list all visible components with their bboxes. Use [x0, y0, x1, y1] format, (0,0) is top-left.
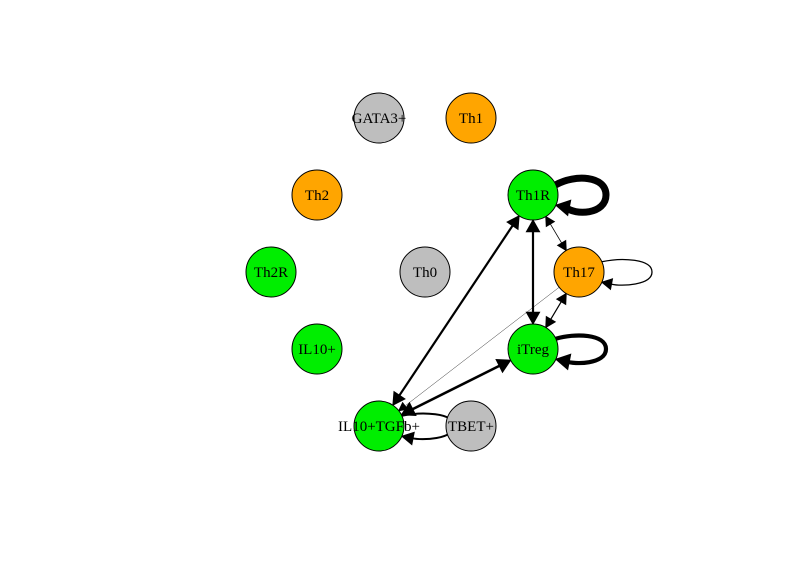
node-il10-plustgfb-plus-circle: [353, 400, 405, 452]
node-th0-label: Th0: [413, 265, 437, 281]
node-th2[interactable]: Th2: [291, 169, 343, 221]
edge-th1r-th17-arrowhead-start: [545, 215, 556, 228]
node-th1r-label: Th1R: [516, 188, 550, 204]
node-th17[interactable]: Th17: [553, 246, 605, 298]
self-loop-th17-curve: [601, 258, 653, 286]
self-loop-th1r-arrowhead: [554, 199, 572, 217]
node-il10-plustgfb-plus[interactable]: IL10+TGFb+: [338, 400, 420, 452]
edge-itreg-il10-plustgfb-plus-line: [409, 363, 503, 412]
edge-th1r-itreg-arrowhead-end: [525, 311, 541, 326]
self-loop-itreg-curve: [553, 333, 609, 366]
node-il10-plustgfb-plus-label: IL10+TGFb+: [338, 419, 420, 435]
self-loop-itreg: [553, 333, 609, 371]
node-tbet-plus-circle: [445, 400, 497, 452]
edge-th1r-il10-plustgfb-plus-line: [397, 223, 515, 398]
node-itreg-circle: [507, 323, 559, 375]
node-th2r[interactable]: Th2R: [245, 246, 297, 298]
node-th2-label: Th2: [305, 188, 329, 204]
self-loop-th1r-curve: [552, 174, 610, 216]
edge-th17-itreg-arrowhead-start: [555, 292, 567, 306]
self-loop-th17-arrowhead: [600, 278, 614, 291]
self-loop-itreg-arrowhead: [554, 353, 572, 371]
edge-th1r-th17: [545, 215, 567, 252]
node-tbet-plus-label: TBET+: [448, 419, 494, 435]
node-gata3-plus-label: GATA3+: [352, 111, 407, 127]
node-th2r-label: Th2R: [254, 265, 288, 281]
node-th1r[interactable]: Th1R: [507, 169, 559, 221]
node-th1-circle: [445, 92, 497, 144]
node-th2-circle: [291, 169, 343, 221]
edges-layer: [392, 214, 567, 417]
edge-itreg-il10-plustgfb-plus-arrowhead-start: [495, 358, 512, 374]
node-itreg-label: iTreg: [517, 342, 549, 358]
node-th17-circle: [553, 246, 605, 298]
edge-th1r-itreg-arrowhead-start: [525, 218, 541, 233]
edge-th1r-th17-line: [549, 222, 563, 245]
edge-th1r-il10-plustgfb-plus-arrowhead-end: [392, 390, 406, 407]
node-th1[interactable]: Th1: [445, 92, 497, 144]
loops-layer: [400, 174, 653, 446]
node-itreg[interactable]: iTreg: [507, 323, 559, 375]
edge-th1r-th17-arrowhead-end: [556, 239, 567, 252]
edge-th1r-il10-plustgfb-plus: [392, 214, 520, 407]
node-tbet-plus[interactable]: TBET+: [445, 400, 497, 452]
edge-th17-itreg-arrowhead-end: [545, 315, 557, 329]
node-th1r-circle: [507, 169, 559, 221]
edge-th1r-il10-plustgfb-plus-arrowhead-start: [506, 214, 520, 231]
node-th0[interactable]: Th0: [399, 246, 451, 298]
self-loop-th1r: [552, 174, 610, 217]
node-il10-plus-circle: [291, 323, 343, 375]
node-il10-plus-label: IL10+: [298, 342, 336, 358]
edge-th1r-itreg: [525, 218, 541, 326]
node-gata3-plus-circle: [353, 92, 405, 144]
node-th17-label: Th17: [563, 265, 595, 281]
node-th1-label: Th1: [459, 111, 483, 127]
edge-th17-il10-plustgfb-plus-line: [403, 287, 560, 408]
node-gata3-plus[interactable]: GATA3+: [352, 92, 407, 144]
node-th2r-circle: [245, 246, 297, 298]
self-loop-il10-plustgfb-plus-arrowhead: [400, 431, 415, 446]
edge-th17-itreg: [545, 292, 567, 329]
node-th0-circle: [399, 246, 451, 298]
self-loop-th17: [600, 258, 653, 291]
edge-th17-itreg-line: [549, 299, 563, 322]
node-il10-plus[interactable]: IL10+: [291, 323, 343, 375]
